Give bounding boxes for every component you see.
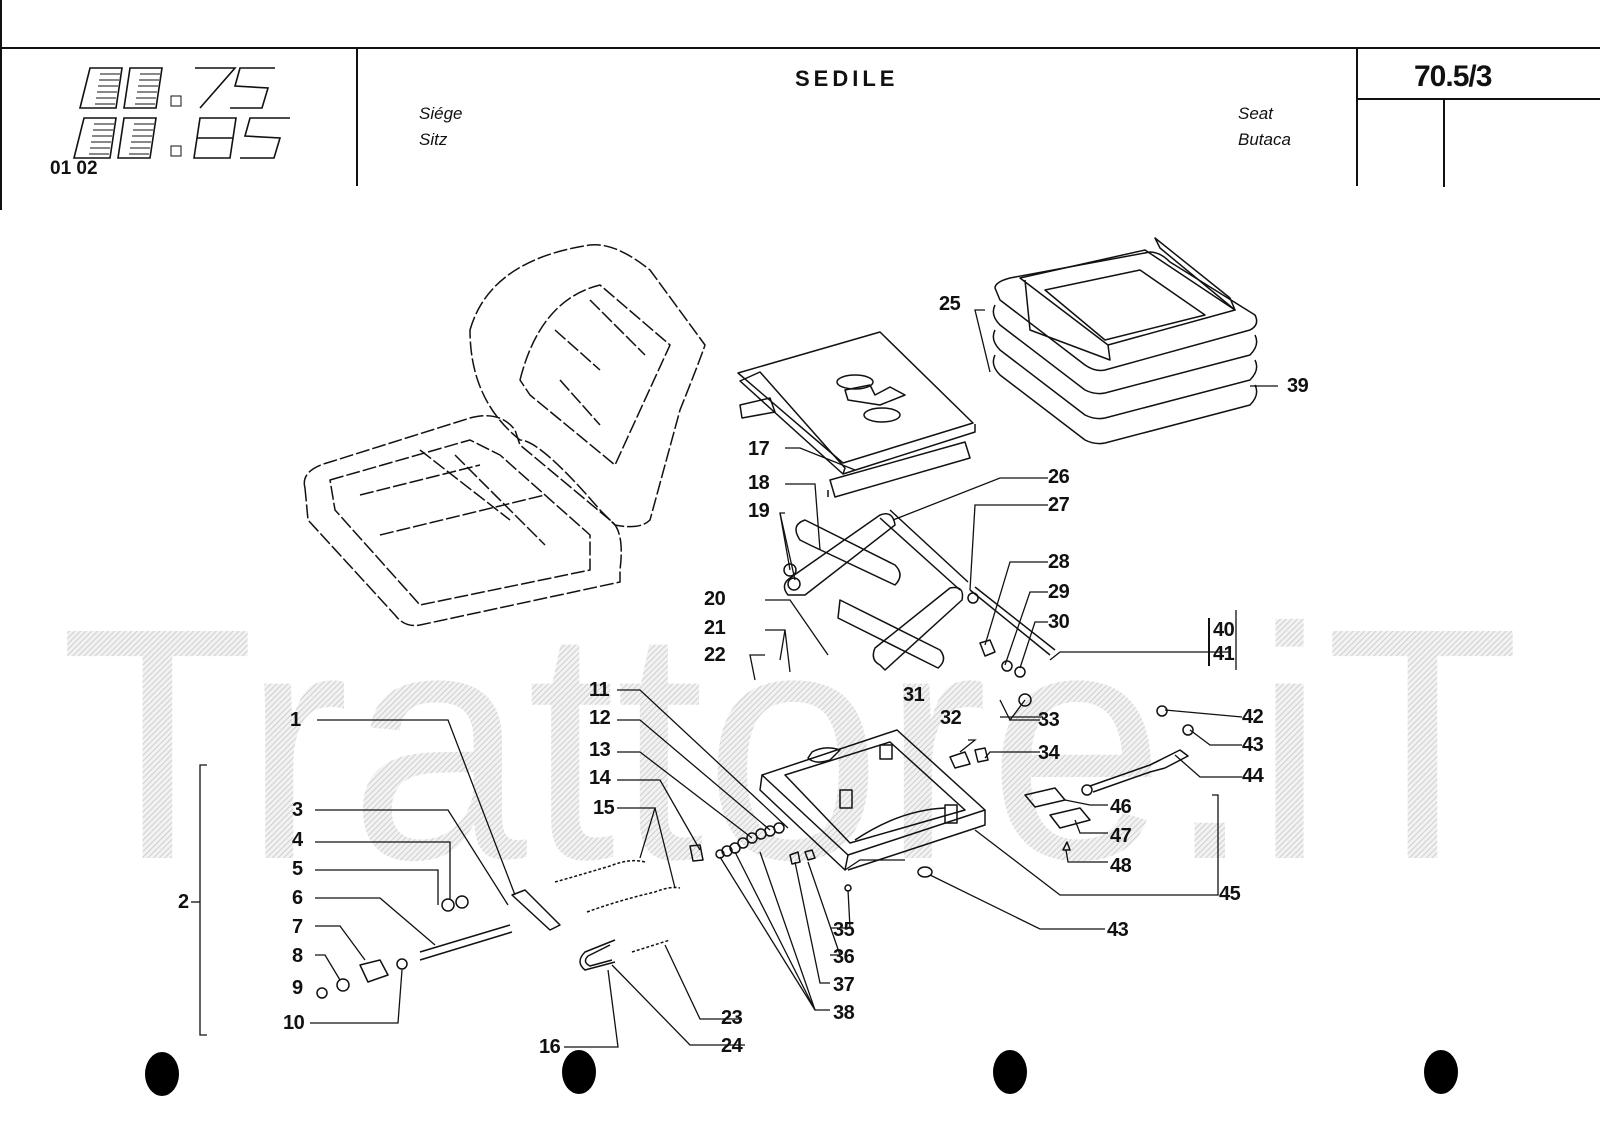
callout-15: 15 [593,797,615,819]
header-top-rule [0,47,1600,49]
callout-48: 48 [1110,855,1132,877]
page-number: 70.5/3 [1414,60,1492,93]
callout-46: 46 [1110,796,1132,818]
callout-2: 2 [178,891,189,913]
callout-44: 44 [1242,765,1264,787]
watermark-graphic: Trattore.iT [60,600,1520,880]
callout-19: 19 [748,500,770,522]
binder-hole-2 [562,1050,596,1094]
callout-6: 6 [292,887,303,909]
callout-32: 32 [940,707,962,729]
callout-3: 3 [292,799,303,821]
callout-11: 11 [589,679,610,701]
callout-26: 26 [1048,466,1070,488]
callout-37: 37 [833,974,855,996]
small-parts-drawing [316,705,1194,999]
page-title: SEDILE [795,66,899,91]
model-logo: 01 02 [50,60,350,185]
callout-33: 33 [1038,709,1060,731]
left-margin-rule [0,0,2,210]
seat-cushion-drawing [303,243,706,627]
callout-16: 16 [539,1036,561,1058]
callout-1: 1 [290,709,301,731]
binder-hole-3 [993,1050,1027,1094]
callout-9: 9 [292,977,303,999]
watermark: Trattore.iT [60,600,1560,880]
page-box-divider [1443,99,1445,187]
callout-36: 36 [833,946,855,968]
callout-18: 18 [748,472,770,494]
callout-29: 29 [1048,581,1070,603]
callout-17: 17 [748,438,770,460]
callout-4: 4 [292,829,303,851]
callout-38: 38 [833,1002,855,1024]
title-german: Sitz [419,130,448,149]
callout-24: 24 [721,1035,743,1057]
callout-12: 12 [589,707,611,729]
callout-43b: 43 [1107,919,1129,941]
callout-10: 10 [283,1012,305,1034]
binder-hole-1 [145,1052,179,1096]
bellows-drawing [992,237,1258,445]
variant-codes: 01 02 [50,158,98,179]
callout-28: 28 [1048,551,1070,573]
model-logo-graphic [72,67,290,159]
binder-hole-4 [1424,1050,1458,1094]
callout-34: 34 [1038,742,1060,764]
title-english: Seat [1238,104,1273,123]
watermark-text: Trattore.iT [60,600,1520,880]
callout-8: 8 [292,945,303,967]
callout-35: 35 [833,919,855,941]
callout-13: 13 [589,739,611,761]
callout-20: 20 [704,588,726,610]
callout-23: 23 [721,1007,743,1029]
title-french: Siége [419,104,463,123]
scissor-linkage-drawing [783,509,1056,707]
callout-43: 43 [1242,734,1264,756]
callout-30: 30 [1048,611,1070,633]
callout-27: 27 [1048,494,1070,516]
callout-40-41-bracket [1208,618,1210,666]
callout-14: 14 [589,767,611,789]
callout-21: 21 [704,617,726,639]
callout-5: 5 [292,858,303,880]
callout-22: 22 [704,644,726,666]
header-divider-left [356,48,358,186]
callout-40: 40 [1213,619,1235,641]
callout-47: 47 [1110,825,1132,847]
callout-42: 42 [1242,706,1264,728]
title-spanish: Butaca [1238,130,1291,149]
callout-7: 7 [292,916,303,938]
page-box-rule [1357,98,1600,100]
callout-41: 41 [1213,643,1235,665]
callout-39: 39 [1287,375,1309,397]
callout-25: 25 [939,293,961,315]
callout-45: 45 [1219,883,1241,905]
base-frame-drawing [759,729,986,871]
header-divider-right [1356,48,1358,186]
callout-31: 31 [903,684,925,706]
seat-plate-drawing [737,331,976,498]
